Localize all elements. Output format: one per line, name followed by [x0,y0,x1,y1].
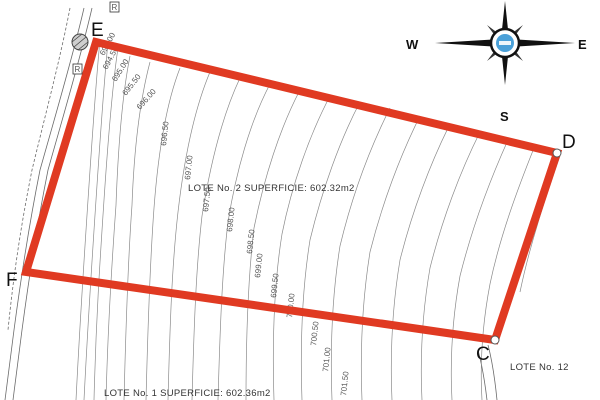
svg-text:R: R [75,65,81,74]
contour-lines [75,39,561,400]
contour-line [420,131,481,400]
contour-label: 700.00 [285,292,297,318]
north-arrow-compass-rose-icon [435,1,575,85]
contour-label: 697.50 [201,186,213,212]
corner-marker-c [490,335,500,345]
contour-line [145,67,181,400]
survey-monument-icon [71,33,89,51]
contour-label: 697.00 [183,154,195,180]
contour-line [105,55,131,400]
lot-2-area-label: LOTE No. 2 SUPERFICIE: 602.32m2 [188,183,355,194]
contour-line [167,71,211,400]
corner-label-e: E [91,20,104,41]
contour-line [450,139,509,400]
contour-label: 695.50 [120,72,142,97]
contour-line [83,41,109,400]
contour-line [480,147,535,400]
contour-line [75,39,101,400]
contour-label: 696.50 [159,120,171,146]
contour-line [245,89,301,400]
corner-label-f: F [6,270,18,291]
contour-line [123,61,151,400]
corner-label-c: C [476,344,490,365]
lot-12-label: LOTE No. 12 [510,362,569,373]
contour-line [330,107,391,400]
compass-east-label: E [578,37,587,52]
corner-label-d: D [562,132,576,153]
contour-line [390,123,451,400]
contour-line [217,83,271,400]
road-mark: R [109,1,120,13]
contour-label: 701.00 [321,346,333,372]
compass-west-label: W [406,37,419,52]
contour-label: 698.50 [245,228,257,254]
contour-line [519,155,561,293]
contour-label: 699.00 [253,252,265,278]
road-mark: R [72,63,83,75]
lot-1-area-label: LOTE No. 1 SUPERFICIE: 602.36m2 [104,388,271,399]
contour-label: 700.50 [309,320,321,346]
compass-south-label: S [500,109,509,124]
contour-labels: 694.00 694.50 695.00 695.50 696.00 696.5… [98,31,351,397]
contour-line [300,101,361,400]
corner-marker-d [552,148,562,158]
contour-line [93,47,119,400]
contour-line [360,115,421,400]
contour-label: 698.00 [225,206,237,232]
contour-line [272,95,331,400]
contour-label: 699.50 [269,272,281,298]
svg-text:R: R [112,3,118,12]
contour-label: 701.50 [339,370,351,396]
contour-line [191,77,241,400]
contour-label: 696.00 [135,87,158,112]
